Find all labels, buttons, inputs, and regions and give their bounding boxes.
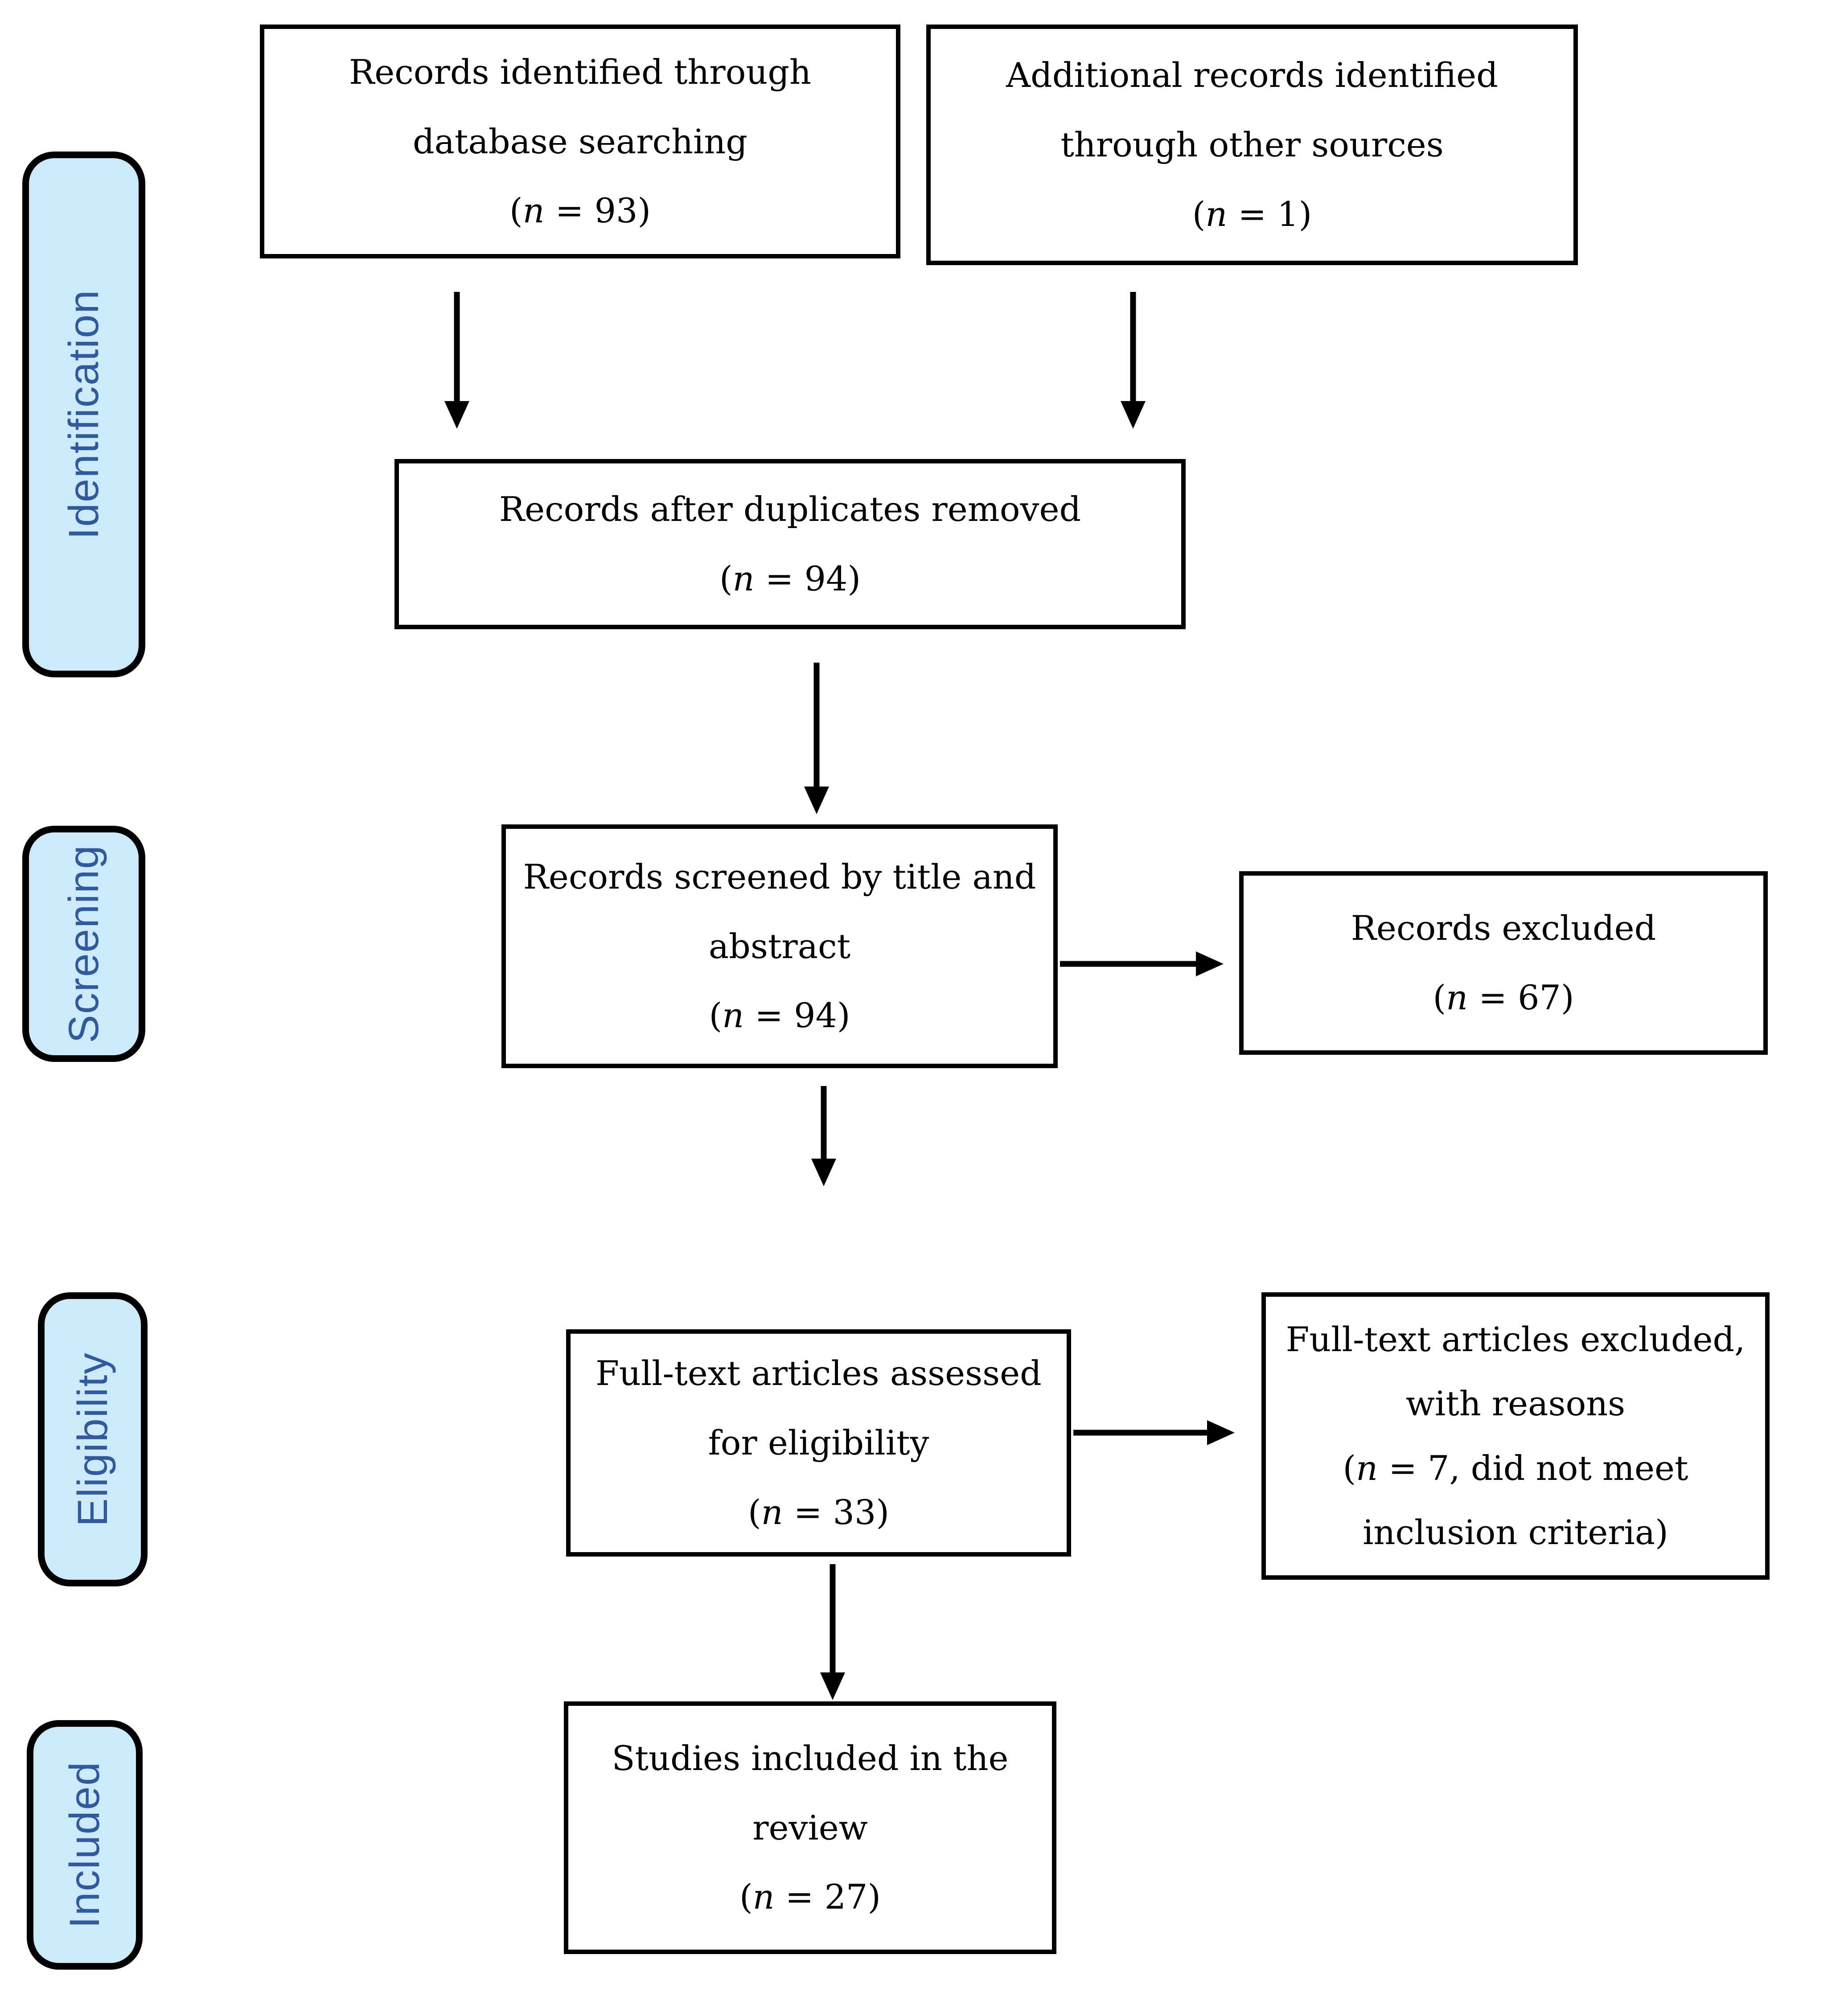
box-records-identified-count: (n = 93) bbox=[509, 191, 651, 231]
box-duplicates-removed: Records after duplicates removed (n = 94… bbox=[394, 459, 1186, 629]
stage-eligibility: Eligibility bbox=[38, 1292, 148, 1586]
box-fulltext-excluded-line1: Full-text articles excluded, bbox=[1286, 1319, 1746, 1359]
box-records-excluded-line1: Records excluded bbox=[1351, 908, 1656, 948]
arrow-identified-to-dedup bbox=[444, 292, 469, 429]
box-studies-included: Studies included in the review (n = 27) bbox=[564, 1701, 1056, 1954]
box-fulltext-assessed-line1: Full-text articles assessed bbox=[596, 1353, 1042, 1393]
box-records-screened: Records screened by title and abstract (… bbox=[501, 824, 1058, 1068]
box-records-screened-line1: Records screened by title and bbox=[523, 856, 1036, 897]
box-additional-records-line1: Additional records identified bbox=[1006, 55, 1498, 95]
box-records-identified-line2: database searching bbox=[413, 121, 748, 161]
box-studies-included-line2: review bbox=[752, 1807, 868, 1848]
box-fulltext-assessed-line2: for eligibility bbox=[708, 1423, 929, 1463]
box-fulltext-excluded: Full-text articles excluded, with reason… bbox=[1261, 1292, 1770, 1580]
stage-eligibility-label: Eligibility bbox=[69, 1352, 116, 1527]
box-additional-records-line2: through other sources bbox=[1060, 125, 1444, 165]
box-fulltext-excluded-line2: with reasons bbox=[1405, 1384, 1626, 1424]
box-records-identified: Records identified through database sear… bbox=[260, 25, 900, 258]
box-duplicates-removed-count: (n = 94) bbox=[719, 559, 861, 598]
box-records-excluded: Records excluded (n = 67) bbox=[1239, 871, 1768, 1055]
stage-identification: Identification bbox=[22, 152, 145, 677]
arrow-fulltext-to-included bbox=[820, 1564, 845, 1700]
box-records-screened-line2: abstract bbox=[708, 926, 851, 966]
stage-included: Included bbox=[27, 1720, 143, 1970]
box-fulltext-assessed: Full-text articles assessed for eligibil… bbox=[566, 1329, 1071, 1557]
arrow-fulltext-to-excluded bbox=[1073, 1420, 1235, 1445]
box-records-excluded-count: (n = 67) bbox=[1433, 978, 1574, 1017]
box-records-identified-line1: Records identified through bbox=[349, 52, 811, 92]
arrow-dedup-to-screened bbox=[804, 663, 829, 814]
box-additional-records-count: (n = 1) bbox=[1192, 194, 1312, 234]
arrow-screened-to-fulltext bbox=[811, 1086, 836, 1186]
arrow-screened-to-excluded bbox=[1060, 951, 1224, 976]
stage-included-label: Included bbox=[61, 1761, 108, 1929]
box-fulltext-excluded-count: (n = 7, did not meet bbox=[1343, 1448, 1688, 1488]
box-duplicates-removed-line1: Records after duplicates removed bbox=[499, 489, 1081, 529]
box-records-screened-count: (n = 94) bbox=[709, 996, 850, 1036]
arrow-additional-to-dedup bbox=[1121, 292, 1146, 429]
box-additional-records: Additional records identified through ot… bbox=[926, 25, 1578, 265]
box-studies-included-count: (n = 27) bbox=[739, 1877, 881, 1917]
stage-screening: Screening bbox=[22, 826, 145, 1062]
stage-identification-label: Identification bbox=[60, 289, 107, 540]
box-studies-included-line1: Studies included in the bbox=[612, 1738, 1009, 1778]
stage-screening-label: Screening bbox=[60, 844, 107, 1043]
box-fulltext-excluded-count-tail: inclusion criteria) bbox=[1363, 1512, 1668, 1552]
box-fulltext-assessed-count: (n = 33) bbox=[748, 1492, 889, 1532]
